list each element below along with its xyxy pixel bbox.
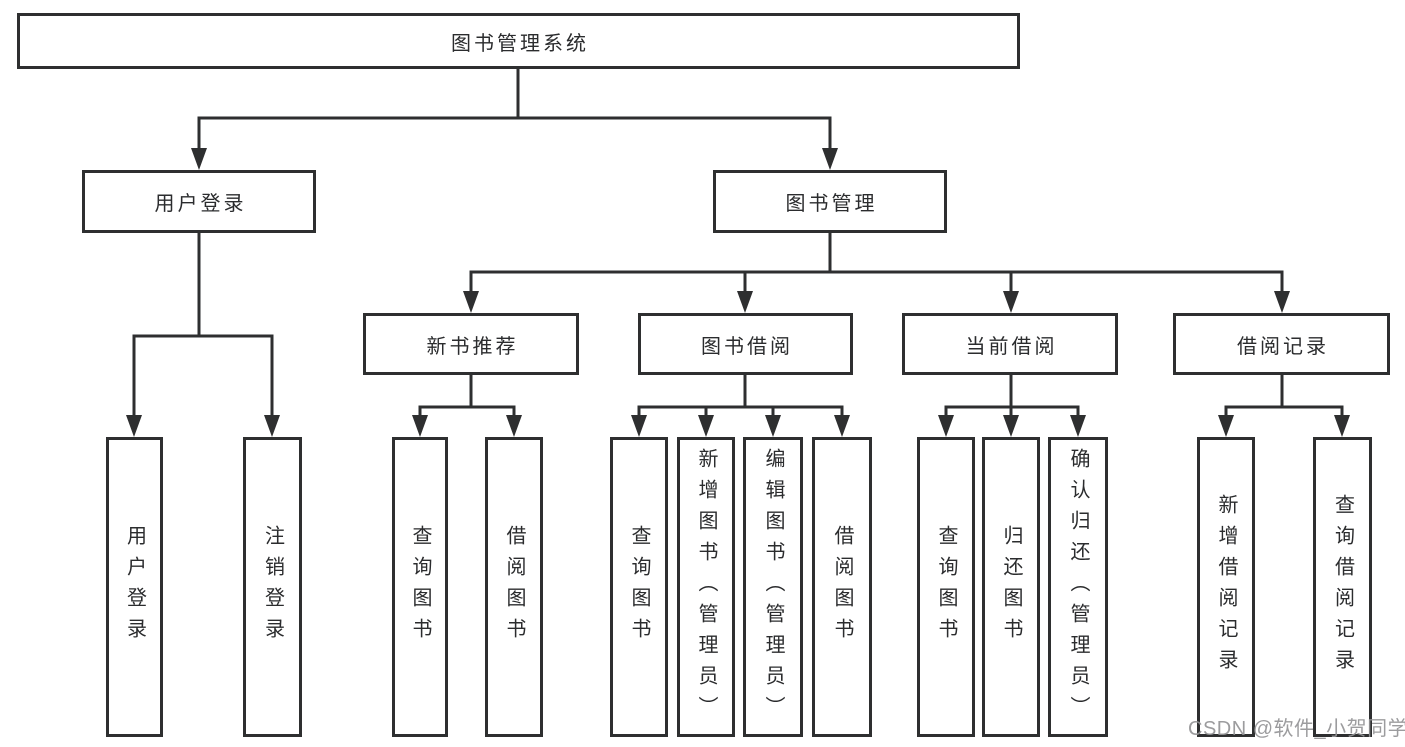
node-root: 图书管理系统 <box>17 13 1020 69</box>
leaf-add-borrow-record: 新增借阅记录 <box>1197 437 1255 737</box>
node-current-borrowing-label: 当前借阅 <box>965 335 1058 358</box>
node-new-book-recommend-label: 新书推荐 <box>426 335 519 358</box>
node-book-management-label: 图书管理 <box>785 193 878 215</box>
connector-book-borrow-children <box>631 373 850 437</box>
leaf-return-books-label: 归还图书 <box>1000 525 1022 649</box>
node-new-book-recommend: 新书推荐 <box>363 313 579 375</box>
node-book-borrowing: 图书借阅 <box>638 313 853 375</box>
node-book-borrowing-label: 图书借阅 <box>701 335 793 358</box>
node-user-login-label: 用户登录 <box>154 193 247 215</box>
leaf-logout-label: 注销登录 <box>261 525 284 649</box>
connector-user-login-children <box>126 231 280 437</box>
leaf-user-login: 用户登录 <box>106 437 163 737</box>
leaf-query-books-borrowing-label: 查询图书 <box>628 525 650 649</box>
leaf-confirm-return-admin: 确认归还（管理员） <box>1048 437 1108 737</box>
leaf-add-borrow-record-label: 新增借阅记录 <box>1215 494 1237 680</box>
node-root-label: 图书管理系统 <box>451 32 589 55</box>
connector-root-to-level1 <box>191 67 838 170</box>
leaf-confirm-return-admin-label: 确认归还（管理员） <box>1067 447 1089 727</box>
leaf-borrow-books-recommend: 借阅图书 <box>485 437 543 737</box>
connector-current-borrow-children <box>938 373 1086 437</box>
leaf-edit-books-admin-label: 编辑图书（管理员） <box>762 447 784 727</box>
node-current-borrowing: 当前借阅 <box>902 313 1118 375</box>
leaf-borrow-books-recommend-label: 借阅图书 <box>503 525 525 649</box>
node-borrowing-records: 借阅记录 <box>1173 313 1390 375</box>
leaf-borrow-books-borrowing: 借阅图书 <box>812 437 872 737</box>
connector-borrow-record-children <box>1218 373 1350 437</box>
node-borrowing-records-label: 借阅记录 <box>1237 335 1329 358</box>
connector-book-management-children <box>463 231 1290 313</box>
leaf-edit-books-admin: 编辑图书（管理员） <box>743 437 803 737</box>
leaf-query-borrow-record-label: 查询借阅记录 <box>1331 494 1354 680</box>
leaf-query-books-borrowing: 查询图书 <box>610 437 668 737</box>
leaf-add-books-admin-label: 新增图书（管理员） <box>695 447 717 727</box>
connector-new-book-children <box>412 373 522 437</box>
leaf-return-books: 归还图书 <box>982 437 1040 737</box>
leaf-logout: 注销登录 <box>243 437 302 737</box>
leaf-query-borrow-record: 查询借阅记录 <box>1313 437 1372 737</box>
leaf-borrow-books-borrowing-label: 借阅图书 <box>831 525 853 649</box>
leaf-query-books-current-label: 查询图书 <box>935 525 957 649</box>
node-user-login: 用户登录 <box>82 170 316 233</box>
leaf-user-login-label: 用户登录 <box>123 525 146 649</box>
leaf-add-books-admin: 新增图书（管理员） <box>677 437 735 737</box>
leaf-query-books-recommend-label: 查询图书 <box>409 525 431 649</box>
leaf-query-books-recommend: 查询图书 <box>392 437 448 737</box>
leaf-query-books-current: 查询图书 <box>917 437 975 737</box>
node-book-management: 图书管理 <box>713 170 947 233</box>
watermark: CSDN @软件_小贺同学 <box>1188 718 1405 740</box>
